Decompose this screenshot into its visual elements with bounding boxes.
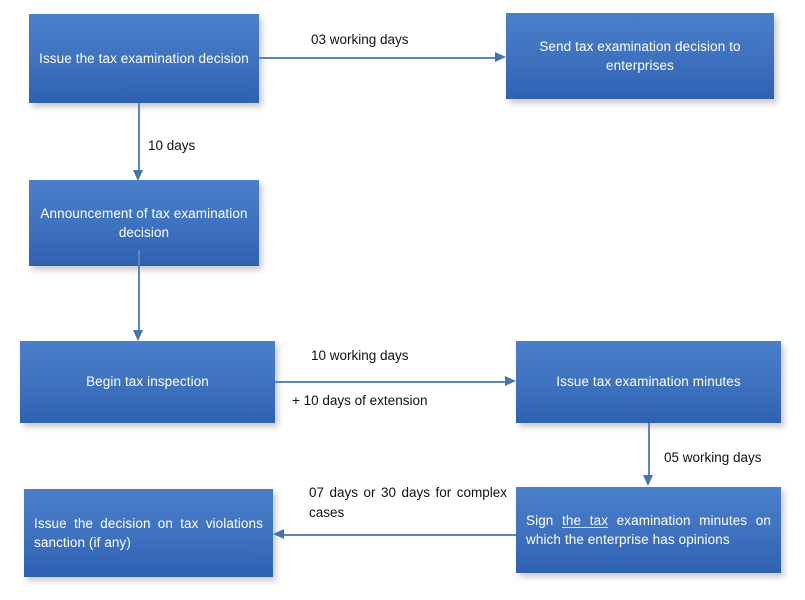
node-issue-tax-examination-decision[interactable]: Issue the tax examination decision [29,14,259,103]
edge-label-10-working-days: 10 working days [311,348,409,363]
edge-label-plus-10-days-extension: + 10 days of extension [292,393,428,408]
node-issue-tax-examination-minutes[interactable]: Issue tax examination minutes [516,341,781,423]
node-label-underlined-segment: the tax [562,512,609,528]
node-send-tax-examination-decision[interactable]: Send tax examination decision to enterpr… [506,13,774,99]
node-label: Issue tax examination minutes [556,374,741,390]
connector-sign-to-sanction-arrowhead [273,529,284,539]
node-label: Send tax examination decision to enterpr… [539,38,741,73]
connector-announcement-to-begin-line [138,250,140,333]
node-label-segment-1: Sign [526,512,563,528]
connector-issue-to-send-line [259,57,495,59]
node-issue-decision-on-tax-violations-sanction[interactable]: Issue the decision on tax violations san… [24,489,273,577]
connector-issue-to-announcement-line [138,103,140,173]
connector-begin-to-minutes-arrowhead [505,376,516,386]
connector-sign-to-sanction-line [284,534,516,536]
node-begin-tax-inspection[interactable]: Begin tax inspection [20,341,275,423]
edge-label-03-working-days: 03 working days [311,32,409,47]
connector-issue-to-announcement-arrowhead [133,170,143,181]
connector-minutes-to-sign-arrowhead [643,475,653,486]
connector-issue-to-send-arrowhead [495,52,506,62]
connector-begin-to-minutes-line [275,381,506,383]
node-label: Sign the tax examination minutes on whic… [526,511,771,549]
node-label-segment-2: examination minutes on which the enterpr… [526,512,771,547]
edge-label-07-or-30-days-complex-cases: 07 days or 30 days for complex cases [309,485,507,521]
node-label: Issue the tax examination decision [39,50,249,66]
connector-minutes-to-sign-line [648,423,650,478]
node-label: Issue the decision on tax violations san… [34,515,263,550]
connector-announcement-to-begin-arrowhead [133,330,143,341]
node-sign-tax-examination-minutes[interactable]: Sign the tax examination minutes on whic… [516,487,781,573]
edge-label-10-days: 10 days [148,138,196,153]
node-label: Begin tax inspection [86,374,209,390]
edge-label-05-working-days: 05 working days [664,450,762,465]
node-announcement-of-tax-examination-decision[interactable]: Announcement of tax examination decision [29,180,259,266]
node-label: Announcement of tax examination decision [40,205,248,240]
